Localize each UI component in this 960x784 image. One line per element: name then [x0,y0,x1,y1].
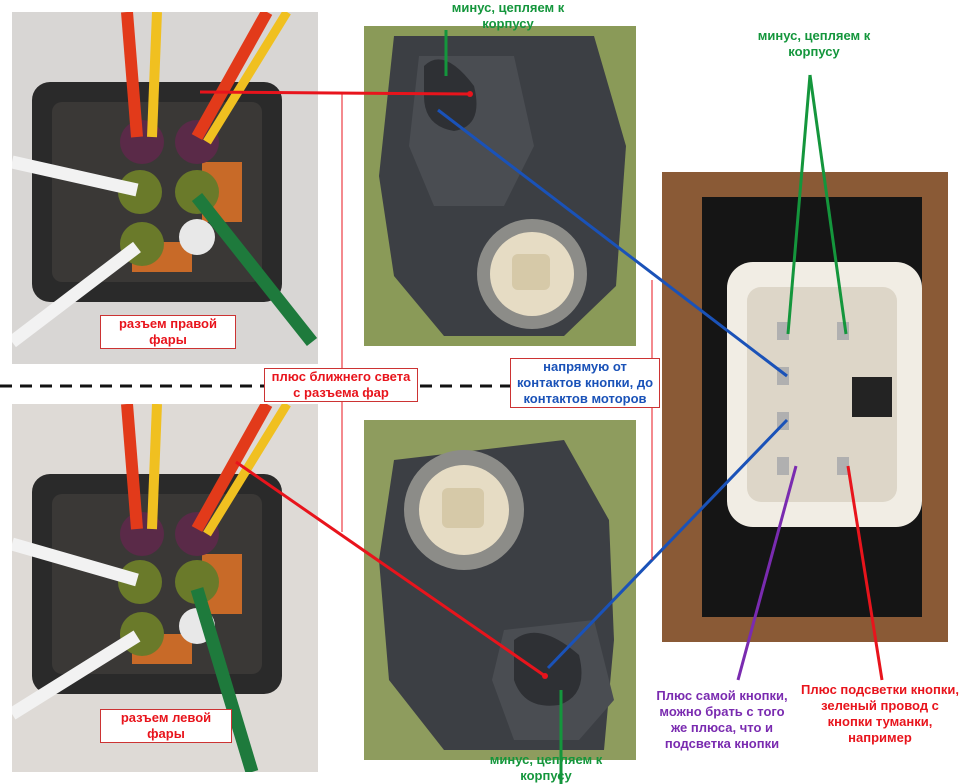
red-wire-line-bottom [235,460,546,678]
top-motor-photo [364,26,636,346]
ground-label-top: минус, цепляем к корпусу [451,0,565,31]
blue-wire-line-top [437,108,788,378]
ground-label-right: минус, цепляем к корпусу [757,28,871,59]
left-connector-label: разъем левой фары [100,709,232,743]
right-headlight-connector-photo [12,12,318,364]
right-connector-label: разъем правой фары [100,315,236,349]
backlight-plus-label: Плюс подсветки кнопки, зеленый провод с … [801,682,959,745]
red-wire-line-top [199,90,471,96]
ground-label-bottom: минус, цепляем к корпусу [489,752,603,783]
blue-wire-line-bottom [546,418,789,670]
left-headlight-connector-photo [12,404,318,772]
bottom-motor-photo [364,420,636,760]
low-beam-plus-label: плюс ближнего света с разъема фар [264,368,418,402]
contact-marker [542,673,548,679]
green-ground-line-right-b [808,74,848,335]
contact-marker [467,91,473,97]
direct-contacts-label: напрямую от контактов кнопки, до контакт… [510,358,660,408]
red-backlight-plus-line [846,465,884,681]
button-plus-label: Плюс самой кнопки, можно брать с того же… [656,688,788,751]
purple-button-plus-line [736,465,798,681]
green-ground-line-right-a [786,74,812,335]
switch-button-connector-photo [662,172,948,642]
